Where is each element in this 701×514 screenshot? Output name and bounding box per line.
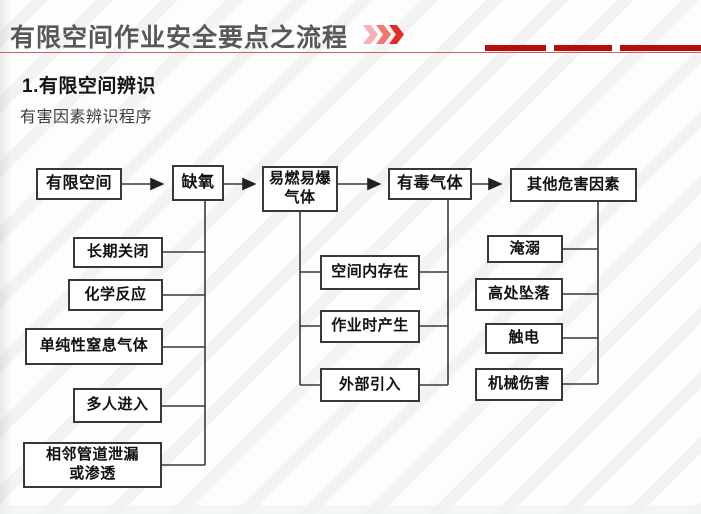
flow-node-fall-from-height: 高处坠落 xyxy=(475,278,563,311)
flow-node-oxygen-deficiency: 缺氧 xyxy=(172,165,224,201)
slide-title: 有限空间作业安全要点之流程 xyxy=(10,24,349,52)
section-heading: 1.有限空间辨识 xyxy=(22,76,156,97)
flow-node-electric-shock: 触电 xyxy=(485,323,563,354)
chevron-right-icon xyxy=(389,25,404,44)
bottom-edge-shading xyxy=(0,505,701,514)
flow-node-toxic-gas: 有毒气体 xyxy=(388,168,472,200)
flow-node-adjacent-pipe-leak: 相邻管道泄漏 或渗透 xyxy=(23,442,162,488)
header-accent-bar xyxy=(554,45,612,51)
triple-chevron-right-icon xyxy=(363,25,404,44)
flow-node-generated-during-work: 作业时产生 xyxy=(320,310,420,343)
flow-node-multiple-entry: 多人进入 xyxy=(73,388,162,423)
flow-node-long-closed: 长期关闭 xyxy=(73,237,163,268)
chevron-right-icon xyxy=(363,25,378,44)
flow-node-flammable-gas: 易燃易爆 气体 xyxy=(262,166,338,212)
flow-node-external-introduction: 外部引入 xyxy=(320,368,420,402)
flow-node-drowning: 淹溺 xyxy=(487,235,563,263)
section-subheading: 有害因素辨识程序 xyxy=(20,109,153,126)
flow-node-mechanical-injury: 机械伤害 xyxy=(475,368,563,401)
flow-node-chemical-reaction: 化学反应 xyxy=(68,279,163,311)
header-accent-bar xyxy=(620,45,701,51)
chevron-right-icon xyxy=(376,25,391,44)
left-edge-shading xyxy=(0,0,12,514)
flow-node-limited-space: 有限空间 xyxy=(36,168,122,200)
flow-node-exist-in-space: 空间内存在 xyxy=(320,255,420,290)
header-accent-bar xyxy=(485,45,546,51)
title-underline xyxy=(0,52,701,53)
flow-node-simple-asphyxiant-gas: 单纯性窒息气体 xyxy=(25,328,163,365)
flow-node-other-hazards: 其他危害因素 xyxy=(510,168,637,202)
